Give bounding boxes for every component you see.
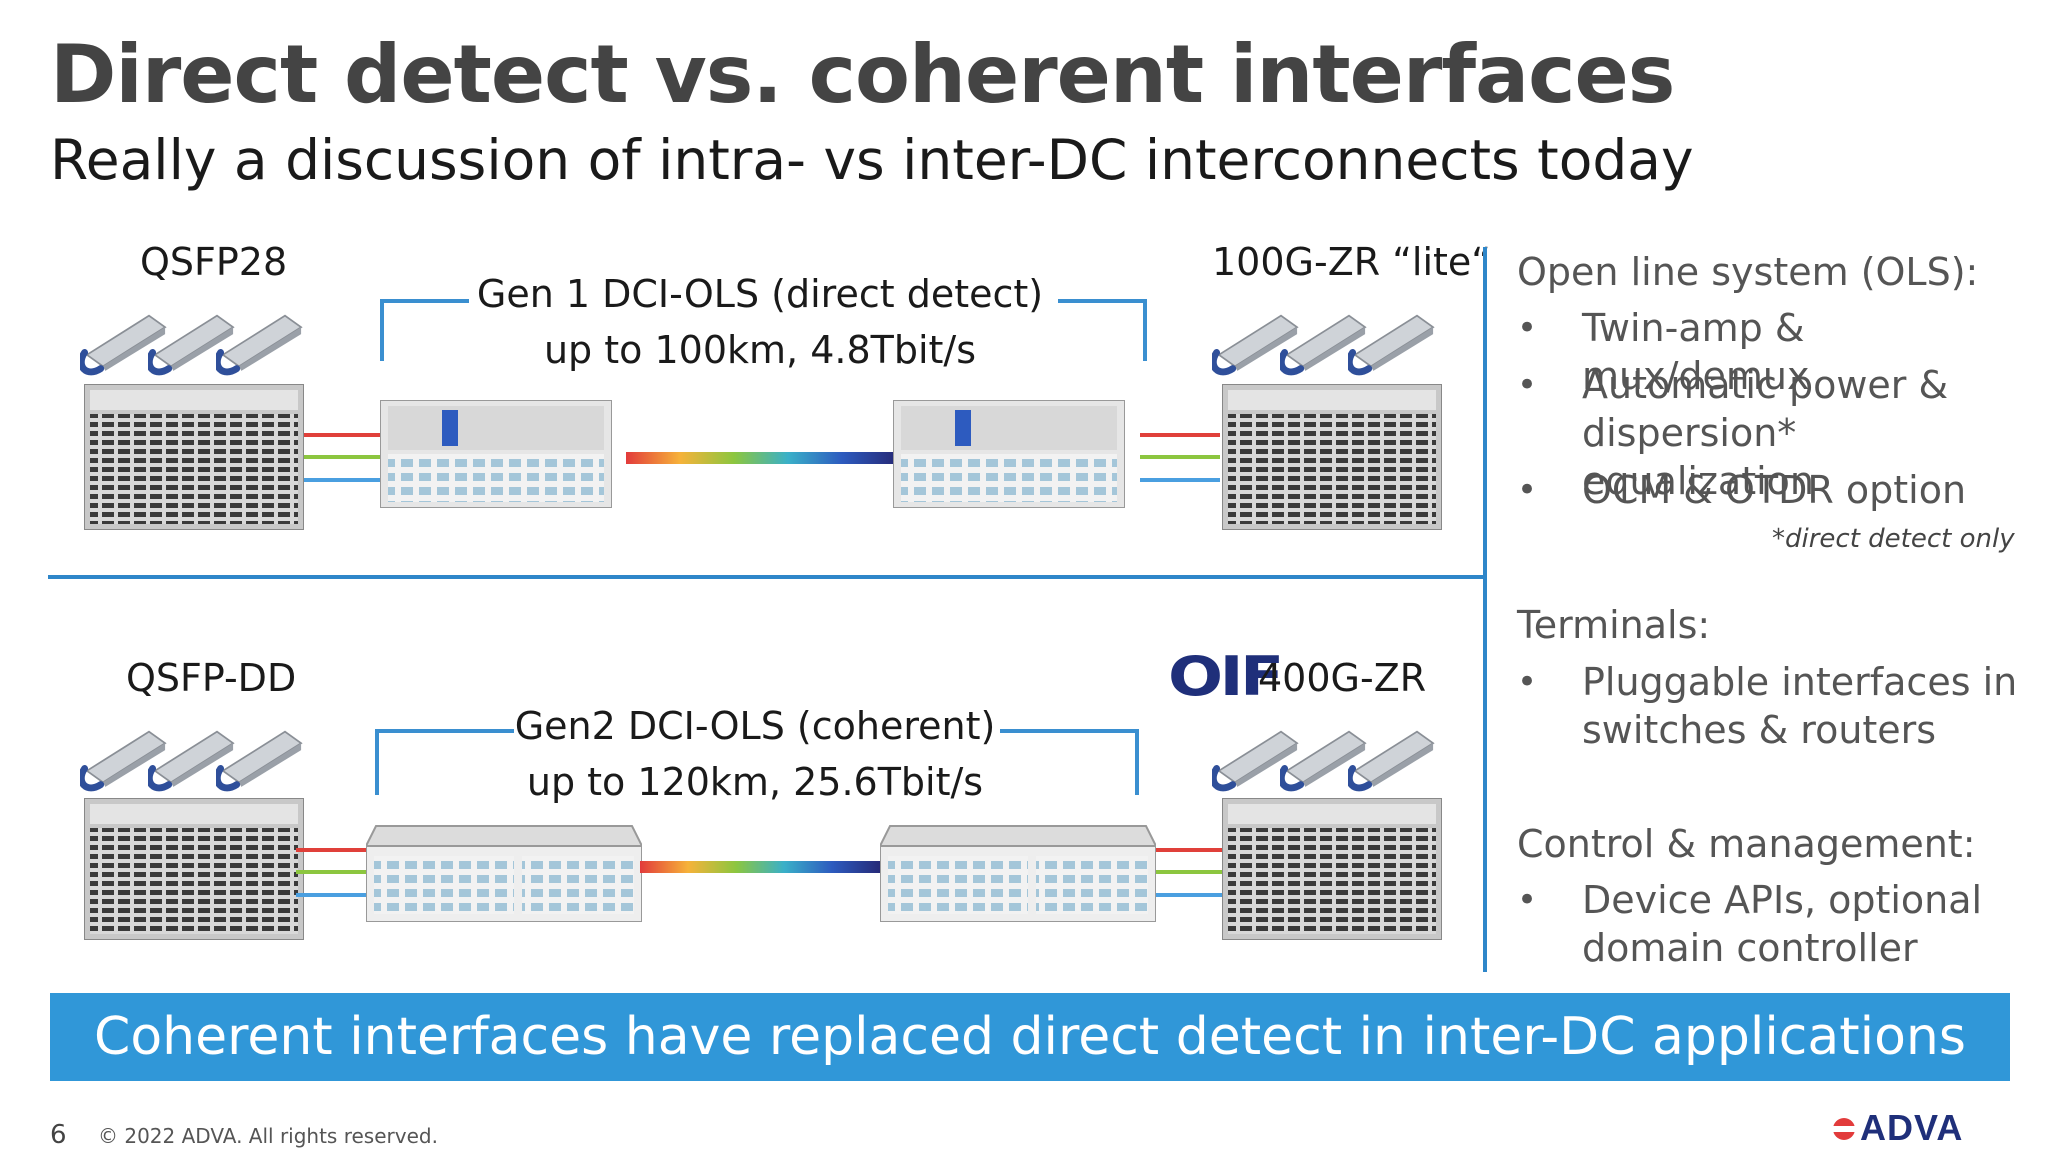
slide-title: Direct detect vs. coherent interfaces [50, 28, 1675, 121]
bottom-ols-title: Gen2 DCI-OLS (coherent) [514, 704, 996, 748]
bottom-ols-capacity: up to 120km, 25.6Tbit/s [526, 760, 984, 804]
bottom-left-module-label: QSFP-DD [126, 656, 297, 700]
control-bullet-1: • [1517, 880, 1538, 920]
slide-subtitle: Really a discussion of intra- vs inter-D… [50, 128, 1694, 192]
top-ols-bracket-left [380, 299, 469, 361]
row-divider [48, 575, 1486, 579]
top-right-ols-device [893, 400, 1125, 508]
ols-bullet-2: • [1517, 365, 1538, 405]
bottom-right-ols-device [880, 825, 1156, 922]
copyright-text: © 2022 ADVA. All rights reserved. [98, 1124, 438, 1148]
page-number: 6 [50, 1120, 67, 1150]
bottom-right-module-label: 400G-ZR [1258, 656, 1427, 700]
bottom-left-switch [84, 798, 304, 940]
bottom-fiber-link [640, 861, 880, 873]
terminals-item-1: Pluggable interfaces in switches & route… [1582, 660, 2018, 752]
top-left-pluggables-icon [80, 296, 310, 378]
terminals-bullet-1: • [1517, 662, 1538, 702]
control-item-1: Device APIs, optional domain controller [1582, 878, 1983, 970]
ols-item-2: Automatic power & dispersion* equalizati… [1582, 363, 1949, 503]
terminals-heading: Terminals: [1517, 603, 1711, 647]
top-right-module-label: 100G-ZR “lite“ [1212, 240, 1491, 284]
ols-bullet-1: • [1517, 308, 1538, 348]
bottom-ols-bracket-left [375, 729, 514, 795]
top-left-ols-device [380, 400, 612, 508]
top-right-links [1140, 433, 1220, 482]
ols-bullet-3: • [1517, 470, 1538, 510]
bottom-left-links [296, 848, 376, 897]
panel-divider [1483, 247, 1487, 972]
bottom-right-links [1156, 848, 1226, 897]
top-left-module-label: QSFP28 [140, 240, 288, 284]
top-ols-bracket-right [1058, 299, 1147, 361]
conclusion-banner: Coherent interfaces have replaced direct… [50, 993, 2010, 1081]
bottom-right-pluggables-icon [1212, 712, 1442, 794]
ols-item-3: OCM & OTDR option [1582, 468, 1967, 512]
oif-logo: OIF [1168, 645, 1284, 708]
bottom-left-ols-device [366, 825, 642, 922]
top-right-switch [1222, 384, 1442, 530]
ols-footnote: *direct detect only [1772, 524, 2015, 554]
ols-item-1: Twin-amp & mux/demux [1582, 306, 1810, 398]
top-ols-capacity: up to 100km, 4.8Tbit/s [543, 328, 977, 372]
top-ols-title: Gen 1 DCI-OLS (direct detect) [476, 272, 1044, 316]
ols-heading: Open line system (OLS): [1517, 250, 1979, 294]
bottom-left-pluggables-icon [80, 712, 310, 794]
top-left-links [304, 433, 384, 482]
svg-text:ADVA: ADVA [1860, 1107, 1963, 1145]
top-fiber-link [626, 452, 896, 464]
bottom-right-switch [1222, 798, 1442, 940]
control-heading: Control & management: [1517, 822, 1976, 866]
top-left-switch [84, 384, 304, 530]
adva-logo: ADVA [1830, 1107, 1963, 1145]
bottom-ols-bracket-right [1000, 729, 1139, 795]
top-right-pluggables-icon [1212, 296, 1442, 378]
